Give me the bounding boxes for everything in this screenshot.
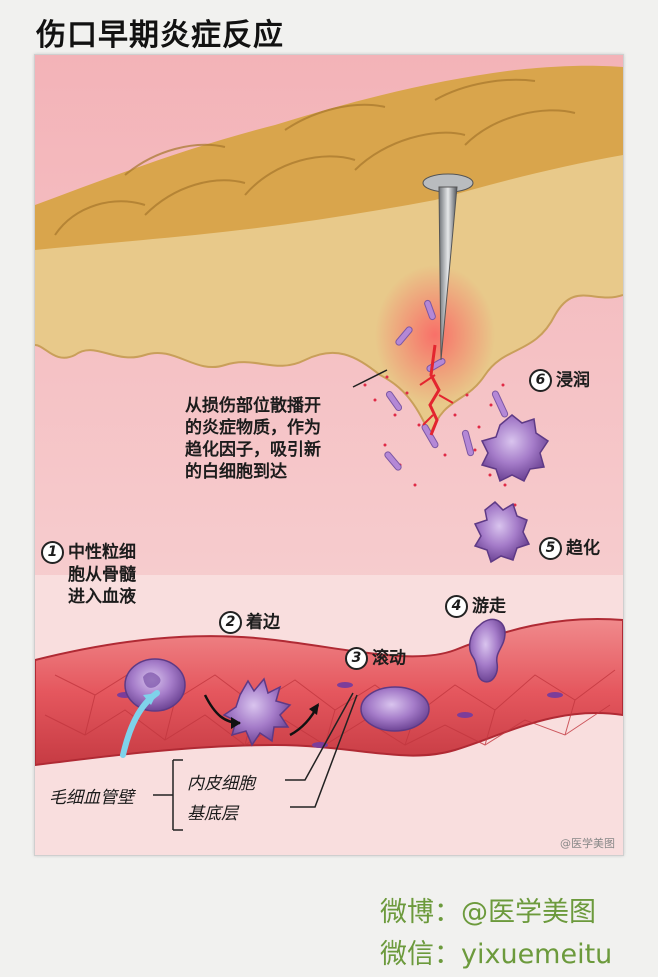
- small-watermark: @医学美图: [560, 837, 615, 850]
- endothelial-cell-label: 内皮细胞: [187, 774, 255, 794]
- neutrophil-cell: [480, 414, 550, 483]
- footer-weibo: 微博：@医学美图: [380, 897, 596, 928]
- skin-scales: [54, 78, 576, 236]
- vessel-callout-lines: [153, 692, 358, 831]
- step-number: 1: [41, 541, 64, 564]
- neutrophil-cell: [473, 500, 531, 564]
- footer-wechat: 微信：yixuemeitu: [380, 939, 613, 970]
- annotation-spread: 从损伤部位散播开 的炎症物质，作为 趋化因子，吸引新 的白细胞到达: [185, 396, 321, 482]
- basement-membrane-label: 基底层: [187, 804, 238, 824]
- dermis-edge: [35, 294, 623, 438]
- nail-icon: [422, 173, 474, 361]
- neutrophil-cell: [124, 658, 186, 712]
- step-number: 5: [539, 537, 562, 560]
- step-number: 6: [529, 369, 552, 392]
- wound-blood: [428, 344, 441, 436]
- vessel-wall-label: 毛细血管壁: [49, 788, 134, 808]
- page-title: 伤口早期炎症反应: [36, 18, 284, 53]
- neutrophil-cell: [468, 618, 506, 683]
- pointer-line: [352, 369, 388, 388]
- wound-diagram: [35, 55, 623, 855]
- inflammation-glow: [375, 265, 495, 405]
- chemokine-rods: [384, 299, 509, 471]
- step-number: 3: [345, 647, 368, 670]
- step-number: 4: [445, 595, 468, 618]
- epidermis-layer: [35, 65, 623, 251]
- step-number: 2: [219, 611, 242, 634]
- neutrophil-cell: [360, 686, 430, 732]
